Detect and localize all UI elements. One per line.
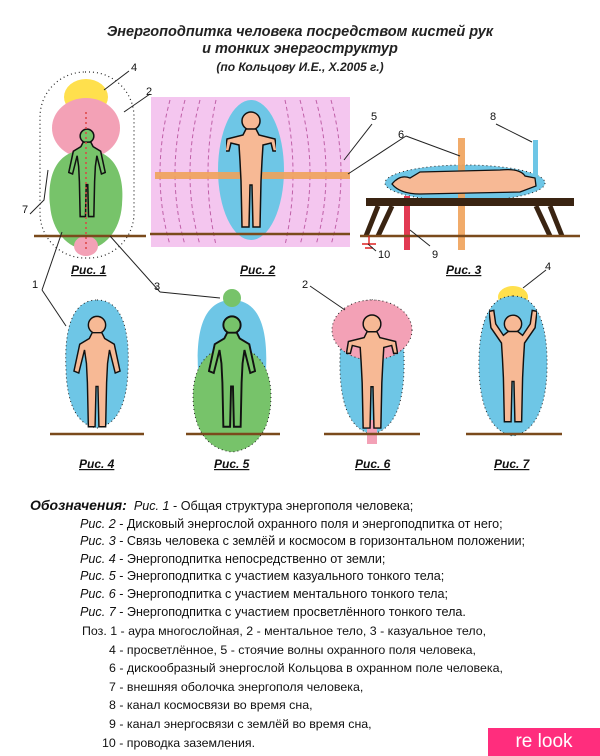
diagram-canvas: Рис. 1 Рис. 2 Рис. 3 Рис. 4 (22, 62, 580, 471)
callout-7: 7 (22, 204, 28, 216)
figure-3 (360, 138, 580, 250)
position-line: Поз. 1 - аура многослойная, 2 - ментальн… (82, 624, 487, 638)
title-line-1: Энергоподпитка человека посредством кист… (106, 24, 494, 40)
figure-4 (50, 299, 144, 436)
bed-legs (363, 204, 565, 238)
callout-9: 9 (432, 249, 438, 261)
relook-watermark: re look (488, 728, 600, 756)
title-line-2: и тонких энергоструктур (202, 41, 398, 57)
caption-fig-2: Рис. 2 (240, 263, 276, 277)
ground-wire-10 (362, 236, 376, 249)
caption-fig-6: Рис. 6 (355, 457, 391, 471)
legend-fig: Рис. 2 (80, 516, 116, 531)
legend-text: - Дисковый энергослой охранного поля и э… (115, 516, 503, 531)
callout-2: 2 (146, 86, 152, 98)
legend-text: - Общая структура энергополя человека; (169, 499, 414, 513)
legend-fig: Рис. 7 (80, 604, 116, 619)
cosmos-channel-8 (533, 140, 538, 176)
caption-fig-3: Рис. 3 (446, 263, 482, 277)
caption-fig-1: Рис. 1 (71, 263, 107, 277)
disk-layer-6 (458, 138, 465, 250)
position-line: 6 - дискообразный энергослой Кольцова в … (109, 661, 503, 676)
callout-numbers: 4 2 7 1 3 5 6 8 9 10 2 4 (22, 62, 551, 293)
caption-fig-5: Рис. 5 (214, 457, 250, 471)
legend-fig: Рис. 1 (133, 499, 170, 513)
position-line: 8 - канал космосвязи во время сна, (109, 698, 313, 713)
legend-fig: Рис. 5 (80, 569, 116, 584)
legend-text: - Энергоподпитка с участием ментального … (115, 586, 449, 601)
lying-human (391, 168, 537, 195)
legend-text: - Энергоподпитка с участием просветлённо… (115, 604, 466, 619)
callout-8: 8 (490, 111, 496, 123)
caption-fig-4: Рис. 4 (79, 457, 115, 471)
legend: Обозначения: Рис. 1 - Общая структура эн… (30, 497, 590, 621)
standing-waves-5 (159, 99, 342, 246)
position-line: 10 - проводка заземления. (102, 735, 256, 750)
legend-text: - Энергоподпитка с участием казуального … (115, 569, 445, 584)
callout-1: 1 (32, 279, 38, 291)
callout-5: 5 (371, 111, 377, 123)
figure-5 (186, 289, 280, 453)
title-line-3: (по Кольцову И.Е., Х.2005 г.) (216, 60, 384, 74)
caption-fig-7: Рис. 7 (494, 457, 531, 471)
figure-2 (150, 97, 350, 247)
legend-text: - Связь человека с землёй и космосом в г… (115, 534, 526, 549)
callout-lines (29, 70, 547, 327)
positions-list: Поз. 1 - аура многослойная, 2 - ментальн… (82, 622, 503, 752)
legend-fig: Рис. 3 (80, 534, 116, 549)
callout-3: 3 (154, 281, 160, 293)
legend-fig: Рис. 6 (80, 586, 116, 601)
earth-channel-9 (404, 196, 410, 250)
callout-6: 6 (398, 129, 404, 141)
position-line: 9 - канал энергосвязи с землёй во время … (109, 716, 372, 731)
figure-7 (466, 286, 562, 437)
legend-fig: Рис. 4 (80, 551, 116, 566)
figure-1 (34, 71, 146, 259)
bed-top (366, 198, 574, 206)
callout-2b: 2 (302, 279, 308, 291)
callout-10: 10 (378, 249, 390, 261)
figure-6 (324, 299, 420, 444)
position-line: 4 - просветлённое, 5 - стоячие волны охр… (109, 642, 476, 657)
legend-text: - Энергоподпитка непосредственно от земл… (115, 551, 386, 566)
callout-4: 4 (131, 62, 137, 74)
legend-heading: Обозначения: (30, 497, 127, 513)
position-line: 7 - внешняя оболочка энергополя человека… (109, 679, 364, 694)
callout-4b: 4 (545, 261, 551, 273)
